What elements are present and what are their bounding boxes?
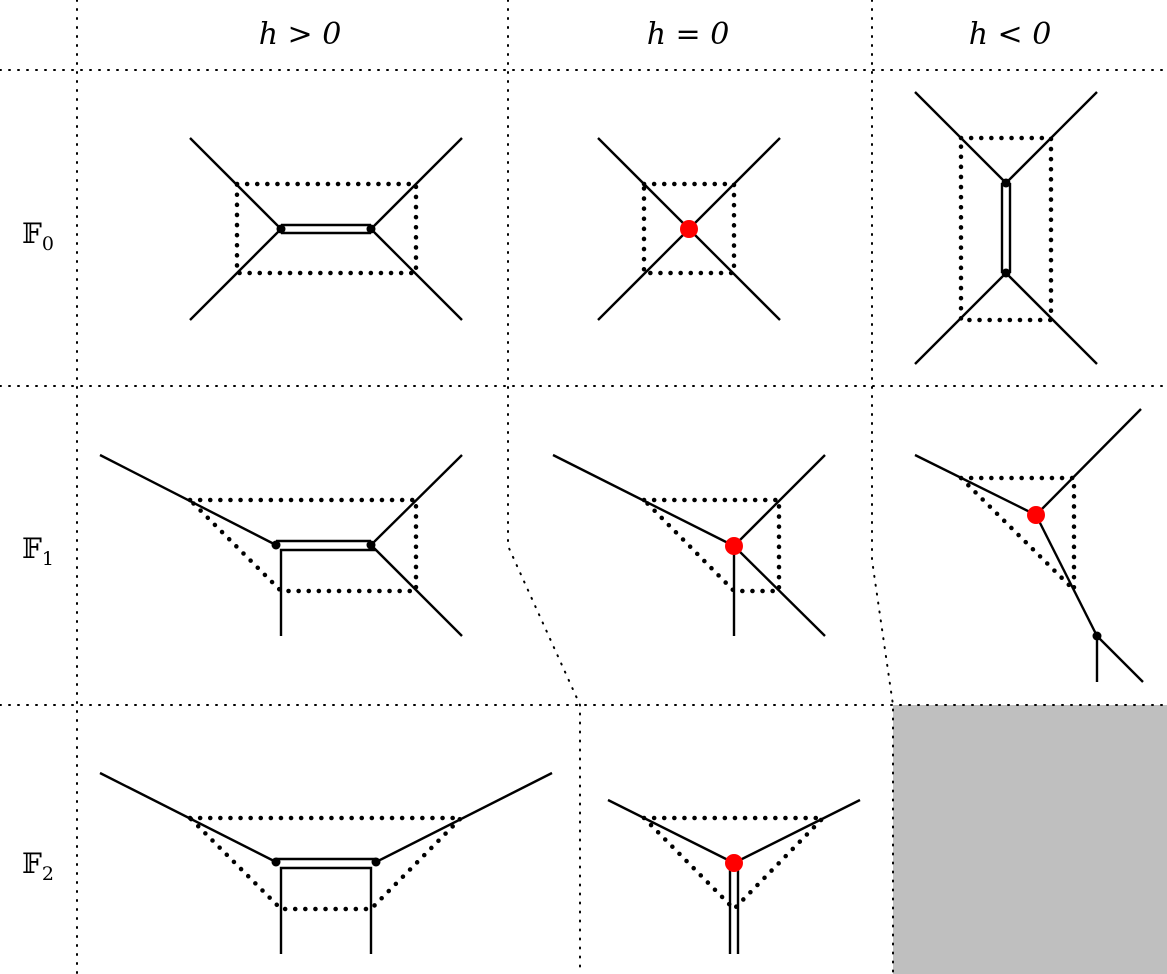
web-diagram-f0-hneg [914,91,1098,365]
leg [189,228,282,321]
polygon-outline [234,181,419,276]
leg [914,272,1007,365]
leg [370,137,463,230]
vertex [366,540,376,550]
leg [370,454,463,546]
vertex [1001,268,1011,278]
leg [99,453,277,547]
leg [370,544,463,637]
web-diagram-f0-hpos [189,137,463,321]
web-diagram-f0-hzero [597,137,781,321]
polygon-outline [184,497,419,594]
web-diagram-f1-hneg [914,408,1144,683]
double-edge-bottom [279,866,373,954]
leg [733,545,826,637]
leg [1005,91,1098,184]
polygon-outline [638,497,782,594]
col1-separator [507,0,581,974]
leg [914,91,1007,184]
red-vertex [1027,506,1045,524]
web-diagram-f1-hzero [552,453,826,637]
row-label-f2-subscript: 2 [42,863,54,885]
row-label-f0-subscript: 0 [42,233,54,255]
red-vertex [680,220,698,238]
vertex [1092,631,1102,641]
col2-separator [871,0,894,974]
polygon-outline [184,815,467,912]
polygon-outline [955,475,1077,596]
leg [189,137,282,230]
leg [552,453,735,548]
leg [733,454,826,547]
header-hpos: h > 0 [259,17,342,52]
row-label-f1: 𝔽1 [22,532,54,570]
vertex [366,224,376,234]
row-label-f2-symbol: 𝔽 [22,847,42,880]
leg [375,771,553,864]
vertex [1001,178,1011,188]
row-labels: 𝔽0 𝔽1 𝔽2 [22,217,54,885]
red-vertex [725,854,743,872]
row-label-f0: 𝔽0 [22,217,54,255]
leg [1096,635,1144,683]
leg [1035,408,1142,516]
edge [1034,514,1099,637]
polygon-outline [641,181,737,276]
leg [733,798,861,865]
leg [607,798,735,865]
column-headers: h > 0 h = 0 h < 0 [259,17,1052,52]
web-diagram-f2-hzero [607,798,861,954]
vertex [271,540,281,550]
double-edge-bottom [279,548,376,636]
polygon-outline [958,135,1054,323]
web-diagram-f1-hpos [99,453,463,637]
empty-cell-f2-hneg [893,705,1167,974]
row-label-f0-symbol: 𝔽 [22,217,42,250]
leg [370,228,463,321]
row-label-f1-symbol: 𝔽 [22,532,42,565]
leg [1005,272,1098,365]
leg [914,453,1037,517]
header-hneg: h < 0 [969,17,1052,52]
vertex [276,224,286,234]
red-vertex [725,537,743,555]
web-diagram-f2-hpos [99,771,553,954]
header-hzero: h = 0 [647,17,730,52]
row-label-f1-subscript: 1 [42,548,54,570]
leg [99,771,277,864]
vertex [371,857,381,867]
polygon-outline [638,815,829,913]
row-label-f2: 𝔽2 [22,847,54,885]
vertex [271,857,281,867]
